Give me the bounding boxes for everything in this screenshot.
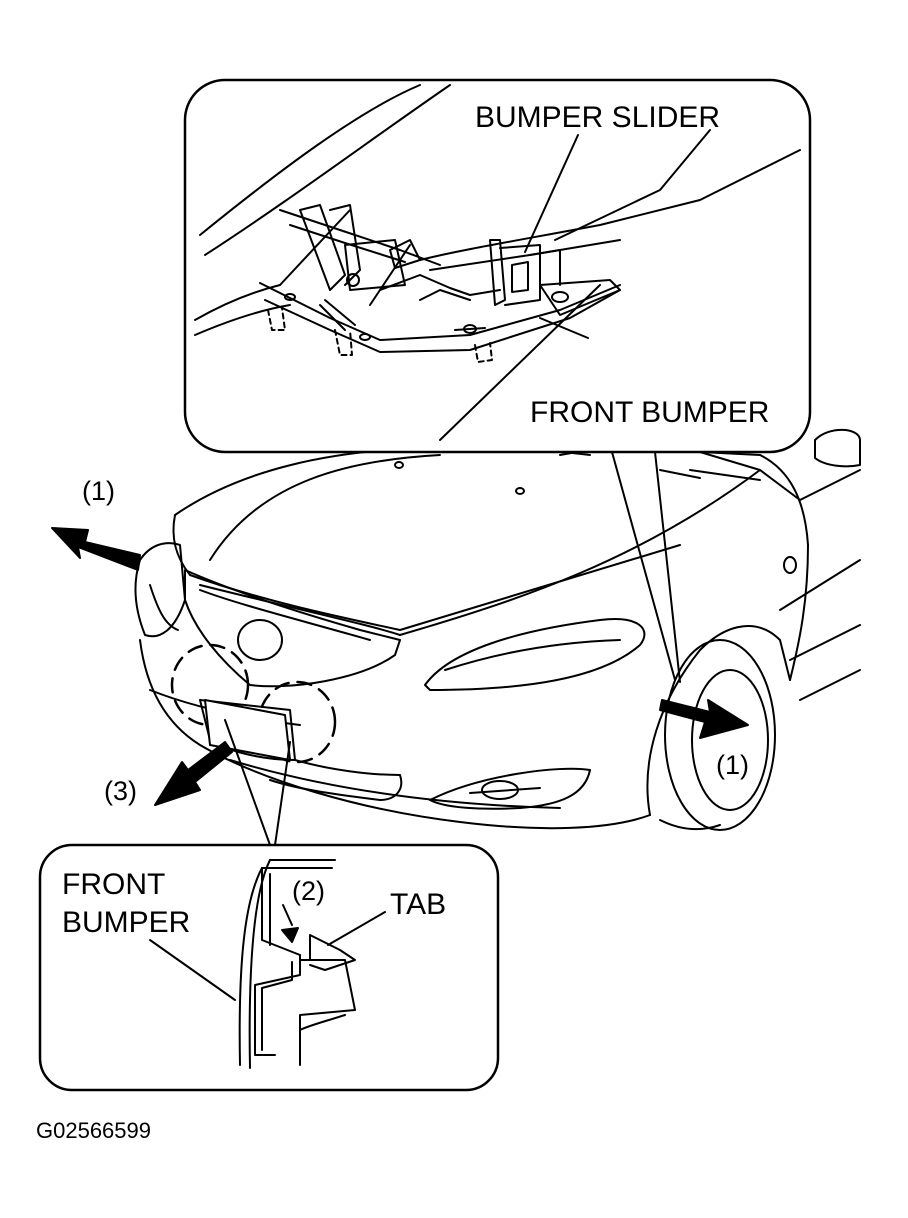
upper-inset-frame	[185, 80, 810, 452]
side-mirror	[815, 430, 860, 466]
upper-inset	[185, 80, 810, 452]
front-bumper-leader	[540, 318, 588, 338]
arrow-step1-right	[660, 700, 748, 738]
step3-label: (3)	[104, 776, 137, 806]
front-bumper-label-lower-line1: FRONT	[62, 868, 166, 901]
left-headlight	[135, 543, 185, 636]
step2-label: (2)	[292, 876, 325, 906]
front-bumper-label-upper: FRONT BUMPER	[530, 396, 770, 429]
front-wheel	[665, 640, 775, 830]
arrow-step1-left	[52, 528, 140, 570]
emblem	[238, 620, 282, 660]
step1-left-label: (1)	[82, 476, 115, 506]
bumper-slider-leader	[525, 135, 578, 252]
fog-lamp-housing	[430, 769, 590, 809]
figure-code: G02566599	[36, 1118, 151, 1143]
direction-arrows	[52, 528, 748, 805]
bumper-slider-label: BUMPER SLIDER	[475, 101, 721, 134]
front-bumper-inset-leader	[150, 940, 235, 1000]
right-headlight	[425, 619, 644, 690]
step2-arrow	[282, 928, 298, 942]
arrow-step3	[155, 742, 232, 805]
lower-inset-frame	[40, 845, 498, 1090]
front-bumper-label-lower-line2: BUMPER	[62, 906, 191, 939]
hood-edge	[175, 448, 590, 515]
upper-inset-pointer	[612, 452, 680, 682]
lower-inset	[40, 845, 498, 1090]
step1-right-label: (1)	[716, 750, 749, 780]
front-bumper-body	[140, 640, 650, 828]
upper-grille	[185, 570, 400, 686]
tab-label: TAB	[390, 888, 447, 921]
tab-leader	[328, 912, 385, 945]
car-outline	[135, 430, 860, 830]
